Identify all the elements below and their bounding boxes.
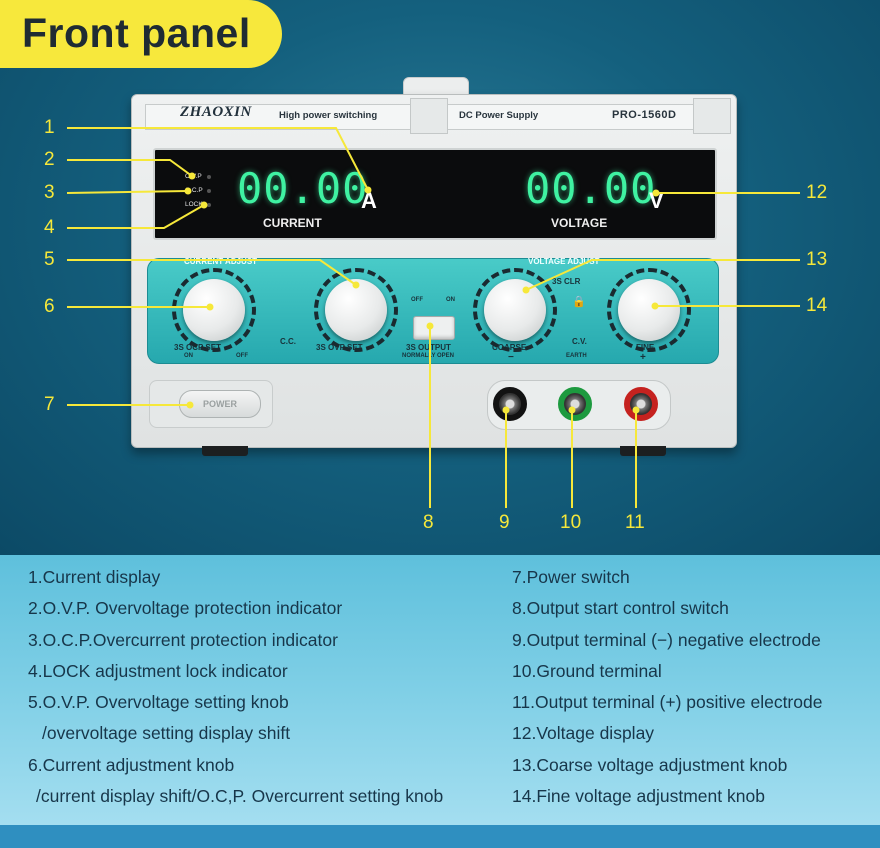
callout-1: 1 [44,117,55,138]
current-adjust-knob[interactable] [183,279,245,341]
model-number: PRO-1560D [612,109,677,121]
output-on-label: ON [446,297,455,303]
earth-label: EARTH [566,353,587,359]
normally-open-label: NORMALLY OPEN [402,353,455,359]
legend-item: 1.Current display [28,567,161,587]
current-unit: A [361,188,377,213]
clr-label: 3S CLR [552,277,581,286]
positive-terminal[interactable] [624,387,658,421]
legend-item: 6.Current adjustment knob [28,755,235,775]
current-reading: 00.00 [237,164,369,213]
ground-terminal[interactable] [558,387,592,421]
callout-12: 12 [806,182,828,203]
current-label: CURRENT [263,216,322,230]
indicator-lock-label: LOCK [185,201,203,208]
legend-item: 2.O.V.P. Overvoltage protection indicato… [28,598,343,618]
legend-item: 10.Ground terminal [512,661,662,681]
current-adjust-label: CURRENT ADJUST [184,257,258,266]
callout-3: 3 [44,182,55,203]
fine-voltage-knob[interactable] [618,279,680,341]
coarse-knob-scale [473,268,557,352]
ocp-on-label: ON [184,353,193,359]
legend-item: 11.Output terminal (+) positive electrod… [512,692,823,712]
indicator-lock-led [207,203,211,207]
current-knob-scale [172,268,256,352]
device-foot [620,446,666,456]
callout-14: 14 [806,295,828,316]
callout-8: 8 [423,512,434,533]
callout-10: 10 [560,512,582,533]
callout-13: 13 [806,249,828,270]
callout-6: 6 [44,296,55,317]
fine-knob-scale [607,268,691,352]
cv-label: C.V. [572,337,587,346]
cc-label: C.C. [280,337,296,346]
output-button[interactable] [413,316,455,340]
indicator-ovp-led [207,175,211,179]
legend-item: 5.O.V.P. Overvoltage setting knob [28,692,289,712]
legend-item: /overvoltage setting display shift [42,723,291,743]
coarse-voltage-knob[interactable] [484,279,546,341]
voltage-label: VOLTAGE [551,216,608,230]
output-off-label: OFF [411,297,423,303]
indicator-ocp-label: O.C.P [185,187,203,194]
callout-4: 4 [44,217,55,238]
lcd-display: O.V.P O.C.P LOCK 00.00 A CURRENT 00.00 V… [153,148,717,240]
lock-icon: 🔒 [572,296,586,308]
ocp-off-label: OFF [236,353,248,359]
voltage-reading: 00.00 [525,164,657,213]
callout-7: 7 [44,394,55,415]
voltage-adjust-label: VOLTAGE ADJUST [528,257,600,266]
callout-lines [66,127,800,508]
legend-item: 12.Voltage display [512,723,655,743]
device-foot [202,446,248,456]
strip-clip [693,98,731,134]
negative-terminal[interactable] [493,387,527,421]
legend-item: 14.Fine voltage adjustment knob [512,786,765,806]
voltage-unit: V [649,188,664,213]
legend-item: 4.LOCK adjustment lock indicator [28,661,288,681]
legend-item: 7.Power switch [512,567,630,587]
legend-panel: 1.Current display 2.O.V.P. Overvoltage p… [0,555,880,825]
output-label: 3S OUTPUT [406,343,451,352]
legend-item: /current display shift/O.C,P. Overcurren… [36,786,444,806]
minus-label: − [508,352,514,363]
ovp-knob-scale [314,268,398,352]
bottom-bar [0,825,880,848]
legend-item: 9.Output terminal (−) negative electrode [512,630,821,650]
product-name: DC Power Supply [459,110,539,121]
strip-clip [410,98,448,134]
callout-9: 9 [499,512,510,533]
ovp-set-knob[interactable] [325,279,387,341]
title-banner: Front panel [0,0,282,68]
callout-11: 11 [625,512,645,533]
tagline: High power switching [279,110,378,121]
indicator-ocp-led [207,189,211,193]
callout-5: 5 [44,249,55,270]
legend-item: 8.Output start control switch [512,598,729,618]
plus-label: + [640,352,646,363]
callout-2: 2 [44,149,55,170]
legend-item: 13.Coarse voltage adjustment knob [512,755,788,775]
legend-item: 3.O.C.P.Overcurrent protection indicator [28,630,338,650]
page-title: Front panel [22,10,251,56]
brand-logo: ZHAOXIN [180,104,252,120]
